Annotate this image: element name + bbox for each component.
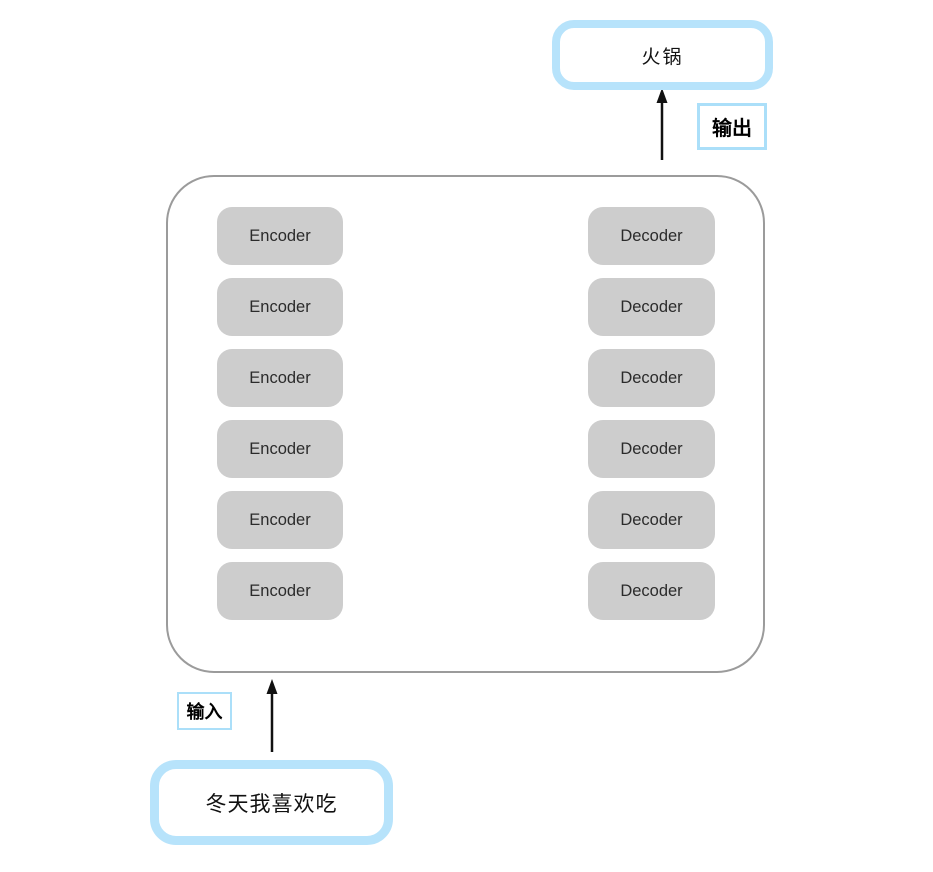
- output-tag-label: 输出: [712, 116, 752, 140]
- encoder-block: Encoder: [217, 278, 343, 336]
- decoder-block: Decoder: [588, 420, 715, 478]
- encoder-block: Encoder: [217, 562, 343, 620]
- up-arrow-icon: [266, 679, 278, 752]
- decoder-stack: Decoder Decoder Decoder Decoder Decoder …: [588, 207, 715, 620]
- input-sentence-label: 冬天我喜欢吃: [205, 791, 338, 816]
- encoder-block: Encoder: [217, 491, 343, 549]
- decoder-block: Decoder: [588, 562, 715, 620]
- transformer-container: Encoder Encoder Encoder Encoder Encoder …: [166, 175, 765, 673]
- up-arrow-icon: [656, 88, 668, 160]
- encoder-block: Encoder: [217, 420, 343, 478]
- input-sentence-box: 冬天我喜欢吃: [150, 760, 393, 845]
- input-tag: 输入: [177, 692, 232, 730]
- decoder-block: Decoder: [588, 349, 715, 407]
- output-result-label: 火锅: [641, 45, 684, 68]
- encoder-stack: Encoder Encoder Encoder Encoder Encoder …: [217, 207, 343, 620]
- output-result-box: 火锅: [552, 20, 773, 90]
- decoder-block: Decoder: [588, 278, 715, 336]
- input-tag-label: 输入: [186, 702, 223, 723]
- encoder-block: Encoder: [217, 349, 343, 407]
- decoder-block: Decoder: [588, 207, 715, 265]
- decoder-block: Decoder: [588, 491, 715, 549]
- encoder-block: Encoder: [217, 207, 343, 265]
- output-tag: 输出: [697, 103, 767, 150]
